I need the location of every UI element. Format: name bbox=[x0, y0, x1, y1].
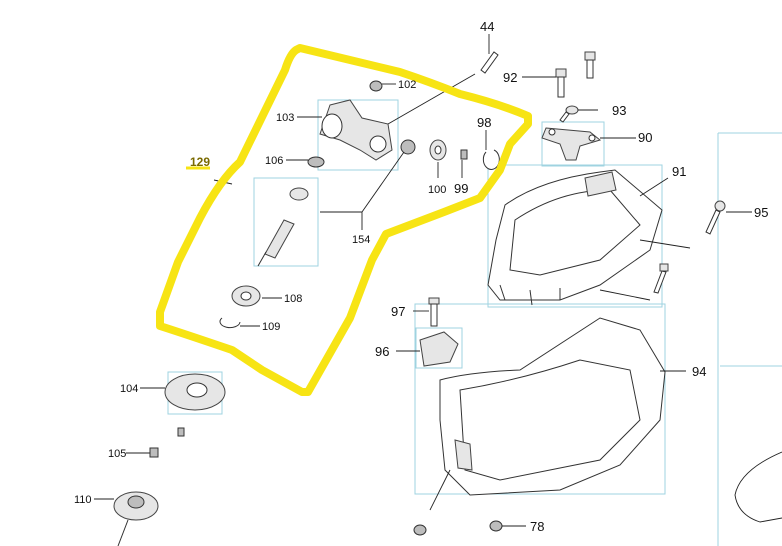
part-pinion-154 bbox=[400, 139, 416, 155]
part-washer-106 bbox=[307, 156, 325, 168]
callout-98: 98 bbox=[477, 115, 491, 130]
callout-91: 91 bbox=[672, 164, 686, 179]
part-guard-94 bbox=[439, 317, 666, 496]
part-guard-91 bbox=[487, 169, 663, 306]
highlight-outline bbox=[156, 44, 532, 396]
part-cable bbox=[734, 451, 782, 523]
part-screw-93 bbox=[559, 105, 579, 123]
annotation-129: 129 bbox=[190, 155, 210, 169]
part-bolt-95 bbox=[705, 200, 726, 235]
callout-104: 104 bbox=[120, 383, 138, 395]
callout-108: 108 bbox=[284, 293, 302, 305]
group-boxes bbox=[167, 99, 782, 546]
part-shaft-spindle bbox=[257, 187, 309, 267]
callout-44: 44 bbox=[480, 19, 494, 34]
callout-99: 99 bbox=[454, 181, 468, 196]
part-bolt-97 bbox=[428, 297, 440, 327]
callout-106: 106 bbox=[265, 155, 283, 167]
part-drive-disc-110 bbox=[113, 491, 159, 546]
callout-103: 103 bbox=[276, 112, 294, 124]
callout-105: 105 bbox=[108, 448, 126, 460]
part-nut-102 bbox=[369, 80, 383, 92]
part-cover-104 bbox=[164, 373, 226, 411]
callout-110: 110 bbox=[74, 494, 92, 506]
part-circlip-109 bbox=[219, 317, 241, 329]
callout-154: 154 bbox=[352, 234, 370, 246]
part-bearing-100 bbox=[429, 139, 447, 161]
part-nut-78 bbox=[413, 520, 503, 536]
part-screw-92 bbox=[555, 68, 567, 98]
part-washer-108 bbox=[231, 285, 261, 307]
part-bolt-44 bbox=[480, 51, 499, 74]
part-bracket-90 bbox=[541, 127, 602, 161]
callout-93: 93 bbox=[612, 103, 626, 118]
callout-94: 94 bbox=[692, 364, 706, 379]
part-screw-top bbox=[584, 51, 596, 79]
callout-92: 92 bbox=[503, 70, 517, 85]
part-bracket-96 bbox=[419, 331, 459, 367]
callout-96: 96 bbox=[375, 344, 389, 359]
callout-78: 78 bbox=[530, 519, 544, 534]
callout-109: 109 bbox=[262, 321, 280, 333]
callout-102: 102 bbox=[398, 79, 416, 91]
part-screw-guard bbox=[653, 263, 669, 294]
part-gearhead-103 bbox=[319, 99, 393, 161]
callout-90: 90 bbox=[638, 130, 652, 145]
part-seal-99 bbox=[460, 149, 468, 160]
callout-97: 97 bbox=[391, 304, 405, 319]
part-screw-105 bbox=[149, 427, 185, 458]
callout-95: 95 bbox=[754, 205, 768, 220]
part-circlip-98 bbox=[482, 149, 500, 170]
leader-lines bbox=[94, 34, 752, 527]
callout-100: 100 bbox=[428, 184, 446, 196]
